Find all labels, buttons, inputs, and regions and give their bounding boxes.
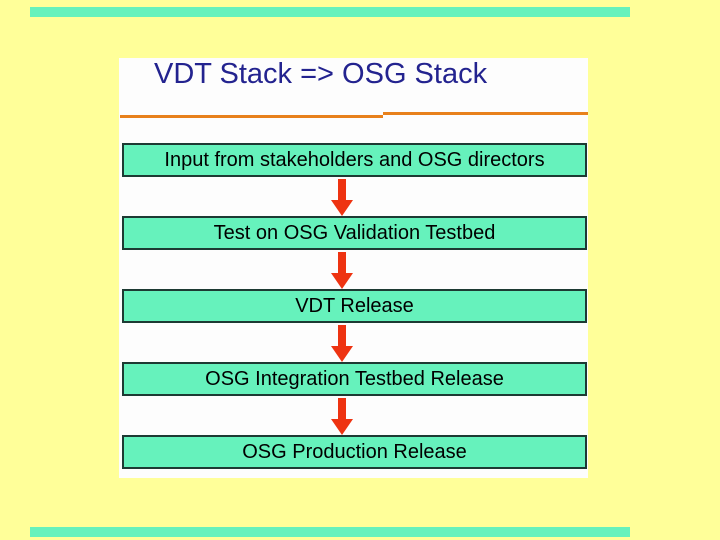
flow-step-production-release: OSG Production Release (122, 435, 587, 469)
flow-step-input: Input from stakeholders and OSG director… (122, 143, 587, 177)
down-arrow-icon (331, 179, 353, 216)
flow-step-label: Input from stakeholders and OSG director… (164, 148, 545, 171)
down-arrow-shaft (338, 398, 346, 419)
down-arrow-shaft (338, 179, 346, 200)
down-arrow-icon (331, 325, 353, 362)
down-arrow-head (331, 273, 353, 289)
bottom-border-bar (30, 527, 630, 537)
down-arrow-head (331, 346, 353, 362)
flow-step-integration-testbed-release: OSG Integration Testbed Release (122, 362, 587, 396)
title-underline-left (120, 115, 383, 118)
down-arrow-icon (331, 398, 353, 435)
flow-step-label: VDT Release (295, 294, 414, 317)
title-underline-right (383, 112, 588, 115)
flow-step-label: OSG Production Release (242, 440, 467, 463)
down-arrow-icon (331, 252, 353, 289)
down-arrow-shaft (338, 325, 346, 346)
slide-title: VDT Stack => OSG Stack (154, 58, 488, 90)
flow-step-validation-testbed: Test on OSG Validation Testbed (122, 216, 587, 250)
content-panel (119, 58, 588, 478)
top-border-bar (30, 7, 630, 17)
down-arrow-shaft (338, 252, 346, 273)
down-arrow-head (331, 200, 353, 216)
flow-step-vdt-release: VDT Release (122, 289, 587, 323)
flow-step-label: OSG Integration Testbed Release (205, 367, 504, 390)
flow-step-label: Test on OSG Validation Testbed (213, 221, 496, 244)
down-arrow-head (331, 419, 353, 435)
